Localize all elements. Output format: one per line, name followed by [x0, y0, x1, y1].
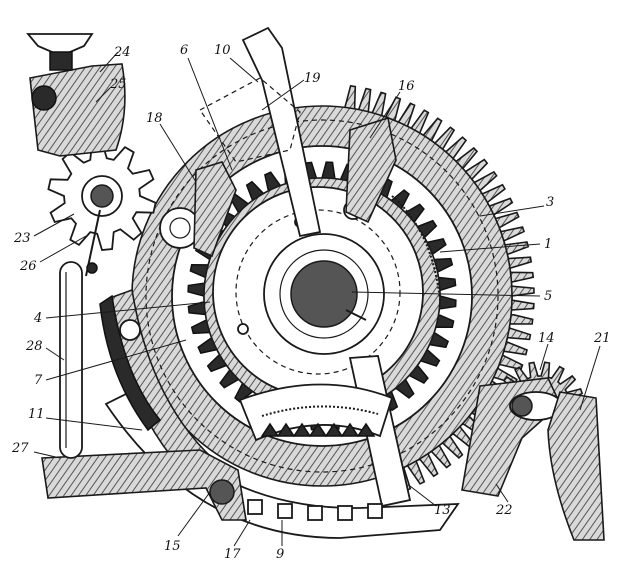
- callout-18: 18: [146, 111, 163, 126]
- pivot-15: [209, 479, 235, 505]
- lower-teeth: [260, 422, 376, 438]
- leader-lines: [33, 51, 601, 547]
- bracket-18: [193, 161, 237, 258]
- knob-24-stem: [49, 51, 73, 71]
- callout-17: 17: [224, 547, 241, 562]
- callout-21: 21: [593, 331, 611, 346]
- callout-7: 7: [34, 373, 43, 388]
- lever-10-dashed: [199, 77, 301, 163]
- arm-7: [99, 294, 162, 432]
- sector-notches: [247, 499, 383, 521]
- shaft-22-end: [511, 395, 533, 417]
- callout-24: 24: [113, 45, 131, 60]
- callout-27: 27: [11, 441, 29, 456]
- pinion-25-shaft: [31, 85, 57, 111]
- pin-7: [119, 319, 141, 341]
- callout-23: 23: [13, 231, 31, 246]
- callout-4: 4: [33, 311, 42, 326]
- roller-18-inner: [169, 217, 191, 239]
- lower-spring: [261, 405, 379, 417]
- callout-26: 26: [19, 259, 37, 274]
- base-bar-27: [41, 449, 247, 521]
- callout-5: 5: [544, 289, 552, 304]
- callout-9: 9: [276, 547, 284, 562]
- callout-10: 10: [214, 43, 231, 58]
- shaft-key: [345, 309, 367, 321]
- callout-22: 22: [495, 503, 513, 518]
- plate-21: [547, 391, 605, 541]
- main-shaft: [290, 260, 358, 328]
- callout-1: 1: [544, 237, 552, 252]
- callout-28: 28: [25, 339, 43, 354]
- pinion-bore: [90, 184, 114, 208]
- callout-15: 15: [164, 539, 181, 554]
- lever-10: [241, 26, 322, 238]
- hub-inner-ring: [279, 249, 369, 339]
- callout-11: 11: [28, 407, 45, 422]
- pitch-circle: [145, 119, 499, 473]
- callout-13: 13: [434, 503, 451, 518]
- callout-16: 16: [398, 79, 415, 94]
- hub-hole-2: [237, 323, 249, 335]
- callout-6: 6: [180, 43, 188, 58]
- rod-26-end: [86, 262, 98, 274]
- callout-14: 14: [538, 331, 555, 346]
- hub-dashed-circle: [235, 209, 401, 375]
- callout-3: 3: [546, 195, 554, 210]
- callout-25: 25: [109, 77, 127, 92]
- bracket-25: [29, 63, 126, 157]
- callout-19: 19: [304, 71, 321, 86]
